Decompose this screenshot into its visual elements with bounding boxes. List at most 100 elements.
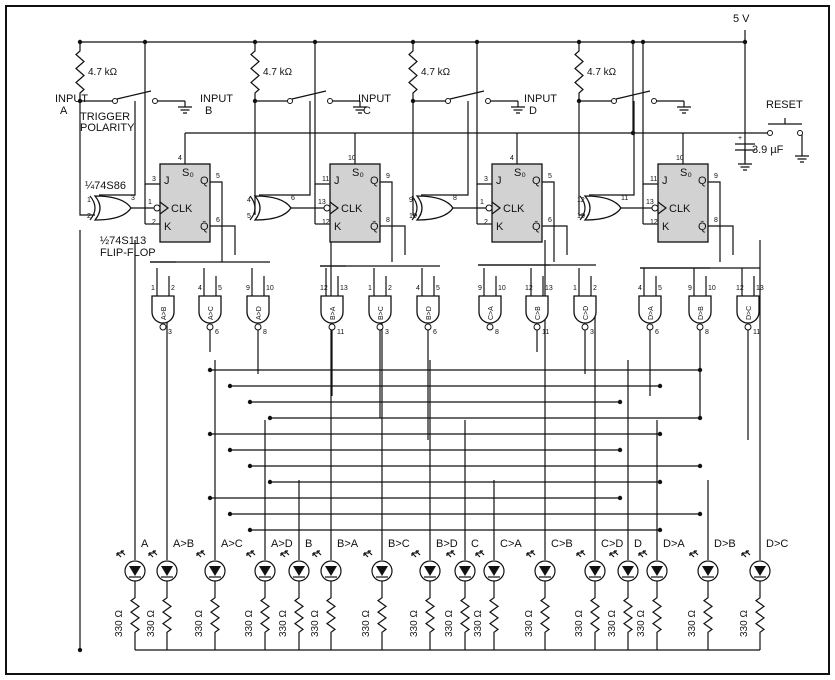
junction-dot (657, 527, 663, 533)
led-label: A>D (271, 538, 293, 550)
nand-pin: 6 (433, 329, 437, 336)
nand-bubble (254, 323, 262, 331)
ff-q-label: Q (698, 175, 707, 187)
led-label: A>C (221, 538, 243, 550)
nand-label: B>C (378, 306, 385, 320)
nand-gate (525, 295, 549, 324)
led-resistor-label: 330 Ω (739, 610, 750, 637)
light-arrows-icon (609, 550, 619, 558)
pullup-resistor-label: 4.7 kΩ (421, 67, 451, 78)
wire (259, 101, 311, 196)
xor-gate (253, 195, 292, 221)
xor-pin: 6 (291, 195, 295, 202)
ff-pin: 9 (714, 173, 718, 180)
led-resistor-label: 330 Ω (444, 610, 455, 637)
nand-pin: 2 (388, 285, 392, 292)
wire (421, 101, 469, 196)
led-diode (539, 566, 551, 576)
nand-pin: 9 (688, 285, 692, 292)
ff-pin: 12 (322, 219, 330, 226)
led-label: C>A (500, 538, 522, 550)
nand-bubble (206, 323, 214, 331)
ff-pin: 13 (318, 199, 326, 206)
led-diode (459, 566, 471, 576)
light-arrows-icon (363, 550, 373, 558)
led-label: C>B (551, 538, 573, 550)
xor-pin: 11 (621, 195, 628, 202)
ff-j-label: J (164, 175, 170, 187)
led-resistor (161, 592, 173, 638)
led-diode (424, 566, 436, 576)
nand-pin: 8 (495, 329, 499, 336)
ground-symbol (353, 101, 367, 114)
ff-pin: 13 (646, 199, 654, 206)
nand-pin: 8 (263, 329, 267, 336)
ff-k-label: K (496, 221, 504, 233)
xor-pin: 1 (87, 197, 91, 204)
led-resistor (589, 592, 601, 638)
reset-contact (767, 130, 773, 136)
nand-pin: 10 (266, 285, 274, 292)
nand-gate (246, 295, 270, 324)
supply-voltage-label: 5 V (733, 13, 750, 25)
clk-triangle (491, 201, 501, 215)
led-resistor (293, 592, 305, 638)
led-resistor (129, 592, 141, 638)
xor-gate (583, 195, 622, 221)
ground-symbol (677, 101, 691, 114)
junction-dot (697, 511, 703, 517)
light-arrows-icon (576, 550, 586, 558)
ff-pin: 2 (152, 219, 156, 226)
ff-s-label: S₀ (514, 167, 526, 179)
input-label: INPUT (55, 93, 88, 105)
xor-gate-curve (249, 195, 256, 221)
led-resistor-label: 330 Ω (524, 610, 535, 637)
led-resistor-label: 330 Ω (473, 610, 484, 637)
pullup-resistor-label: 4.7 kΩ (587, 67, 617, 78)
input-label: B (205, 105, 212, 117)
junction-dot (267, 415, 273, 421)
led-resistor-label: 330 Ω (574, 610, 585, 637)
trigger-label-2: POLARITY (80, 122, 135, 134)
led-diode (293, 566, 305, 576)
flipflop (657, 163, 709, 243)
switch-contact (112, 98, 118, 104)
led-diode (488, 566, 500, 576)
led-label: D>A (663, 538, 685, 550)
nand-pin: 10 (498, 285, 506, 292)
flipflop-part-label-1: ½74S113 (100, 235, 146, 247)
nand-gate (573, 295, 597, 324)
led-label: C (471, 538, 479, 550)
nand-pin: 4 (638, 285, 642, 292)
led-diode (376, 566, 388, 576)
ff-s-label: S₀ (352, 167, 364, 179)
nand-bubble (328, 323, 336, 331)
ground-symbol (795, 150, 809, 163)
wire (314, 42, 330, 185)
wire (210, 181, 223, 262)
reset-contact (797, 130, 803, 136)
wire (144, 42, 160, 185)
wire (589, 101, 635, 196)
ff-pin: 1 (480, 199, 484, 206)
wire (642, 42, 658, 185)
wire (542, 225, 568, 255)
led-resistor-label: 330 Ω (607, 610, 618, 637)
wire (99, 101, 136, 196)
flipflop (329, 163, 381, 243)
flipflop-part-label-2: FLIP-FLOP (100, 247, 156, 259)
switch-contact (611, 98, 617, 104)
ff-clk-label: CLK (341, 203, 363, 215)
input-label: A (60, 105, 68, 117)
xor-pin: 2 (87, 213, 91, 220)
clk-triangle (159, 201, 169, 215)
wire (476, 42, 492, 185)
input-label: INPUT (524, 93, 557, 105)
led-diode (129, 566, 141, 576)
ff-q-label: Q (370, 175, 379, 187)
junction-dot (617, 447, 623, 453)
nand-pin: 1 (368, 285, 372, 292)
ff-q-label: Q (532, 175, 541, 187)
led-resistor (539, 592, 551, 638)
